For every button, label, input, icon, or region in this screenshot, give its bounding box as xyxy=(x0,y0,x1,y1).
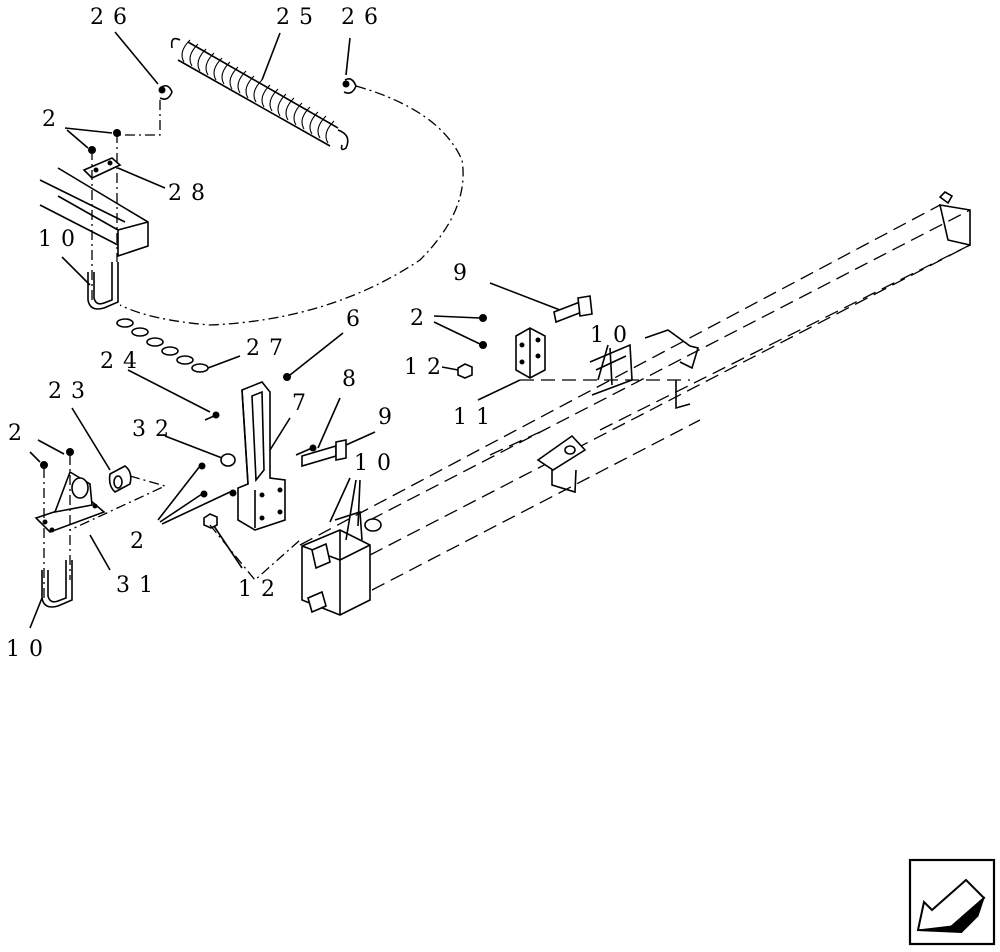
pin-part-26-left xyxy=(118,84,173,136)
bolt-part-9-left xyxy=(301,439,347,468)
nut-part-6 xyxy=(283,373,291,381)
pin-part-26-right xyxy=(119,78,464,326)
callout-10: 10 xyxy=(590,323,636,348)
washer-part-32 xyxy=(220,453,236,467)
bolt-part-8 xyxy=(295,444,317,456)
nuts-part-2-center xyxy=(198,462,237,498)
callout-numbers: 26 25 26 2 28 10 9 2 10 12 11 6 27 24 23… xyxy=(6,5,636,662)
roller-part-23 xyxy=(69,465,167,531)
bracket-part-28 xyxy=(82,129,122,300)
callout-26: 26 xyxy=(90,5,136,30)
arrow-back-icon[interactable] xyxy=(908,858,996,946)
ubolt-part-10-upper xyxy=(87,262,119,310)
spring-part-25 xyxy=(170,37,349,151)
callout-2: 2 xyxy=(8,421,31,446)
callout-2: 2 xyxy=(42,107,65,132)
middle-bracket xyxy=(489,431,587,494)
callout-2: 2 xyxy=(130,529,153,554)
callout-9: 9 xyxy=(453,261,476,286)
post-bracket-part-7 xyxy=(237,381,286,531)
callout-7: 7 xyxy=(292,391,315,416)
tube-end-block xyxy=(301,510,382,616)
callout-32: 32 xyxy=(132,417,178,442)
callout-6: 6 xyxy=(346,307,369,332)
callout-23: 23 xyxy=(48,379,94,404)
nuts-part-2-left xyxy=(40,448,74,600)
bolt-part-24 xyxy=(204,411,220,421)
upper-left-frame-segment xyxy=(39,167,149,258)
callout-9: 9 xyxy=(378,405,401,430)
chain-part-27 xyxy=(116,318,209,373)
callout-31: 31 xyxy=(116,573,162,598)
callout-12: 12 xyxy=(238,577,284,602)
callout-25: 25 xyxy=(276,5,322,30)
callout-2: 2 xyxy=(410,306,433,331)
bolt-part-9-right xyxy=(553,295,593,324)
callout-11: 11 xyxy=(453,405,499,430)
clamp-plate-part-11 xyxy=(515,327,546,379)
ubolt-part-10-lower xyxy=(41,560,73,608)
nuts-part-2-right xyxy=(479,314,487,349)
callout-10: 10 xyxy=(6,637,52,662)
callout-12: 12 xyxy=(404,355,450,380)
callout-28: 28 xyxy=(168,181,214,206)
callout-26: 26 xyxy=(341,5,387,30)
callout-24: 24 xyxy=(100,349,146,374)
callout-leaders xyxy=(29,31,613,629)
callout-8: 8 xyxy=(342,367,365,392)
main-frame-tube xyxy=(299,191,971,591)
callout-10: 10 xyxy=(38,227,84,252)
callout-27: 27 xyxy=(246,336,292,361)
nut-part-12-right xyxy=(457,363,473,379)
callout-10: 10 xyxy=(354,451,400,476)
